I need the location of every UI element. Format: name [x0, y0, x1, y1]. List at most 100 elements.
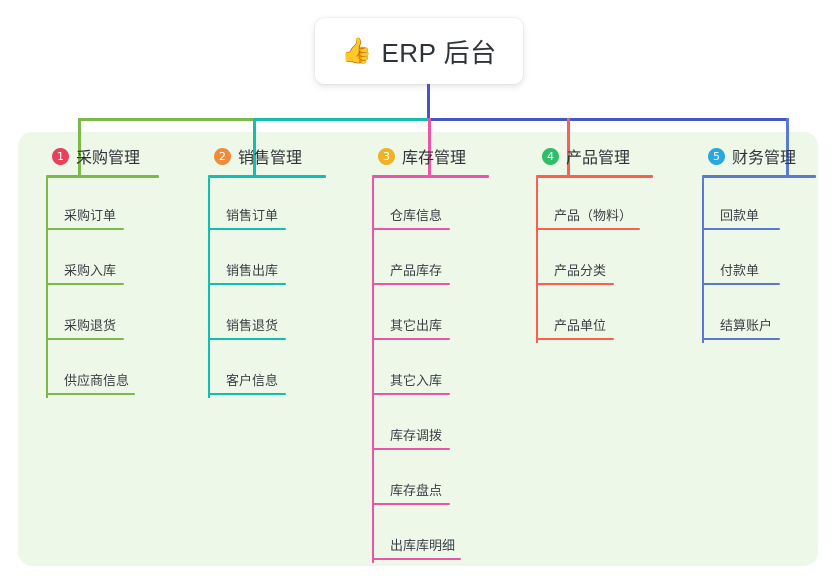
branch-items-5: 回款单付款单结算账户 — [690, 178, 816, 343]
drop-line-column-2 — [253, 118, 256, 175]
branch-item-label: 销售出库 — [226, 263, 279, 278]
branch-item-rule — [372, 228, 450, 230]
branch-item[interactable]: 其它入库 — [360, 343, 489, 398]
branch-item-rule — [372, 558, 461, 560]
branch-item-label: 供应商信息 — [64, 373, 130, 388]
branch-item-label: 其它出库 — [390, 318, 443, 333]
branch-title-1: 采购管理 — [76, 150, 141, 167]
branch-item-rule — [372, 283, 450, 285]
thumbs-up-icon: 👍 — [341, 36, 373, 65]
branch-item-label: 采购入库 — [64, 263, 117, 278]
branch-badge-4: 4 — [542, 147, 559, 165]
branch-trunk-5 — [702, 178, 704, 343]
branch-item[interactable]: 产品单位 — [524, 288, 653, 343]
branch-item-label: 其它入库 — [390, 373, 443, 388]
branch-item[interactable]: 销售订单 — [196, 178, 326, 233]
branch-item[interactable]: 仓库信息 — [360, 178, 489, 233]
drop-line-column-4 — [567, 118, 570, 175]
branch-item-rule — [372, 503, 450, 505]
branch-item[interactable]: 库存调拨 — [360, 398, 489, 453]
branch-item-label: 产品库存 — [390, 263, 443, 278]
branch-item[interactable]: 产品库存 — [360, 233, 489, 288]
drop-line-column-1 — [78, 118, 81, 175]
branch-header-5[interactable]: 5 财务管理 — [690, 144, 816, 168]
branch-item[interactable]: 采购退货 — [34, 288, 159, 343]
branch-item-label: 回款单 — [720, 208, 760, 223]
branch-item[interactable]: 产品（物料） — [524, 178, 653, 233]
branch-item[interactable]: 结算账户 — [690, 288, 816, 343]
drop-line-column-3 — [428, 118, 431, 175]
branch-item-label: 库存调拨 — [390, 428, 443, 443]
branch-rule-1 — [46, 175, 159, 178]
branch-item[interactable]: 供应商信息 — [34, 343, 159, 398]
root-stem-line — [427, 84, 430, 118]
branch-item-label: 产品分类 — [554, 263, 607, 278]
branch-item[interactable]: 产品分类 — [524, 233, 653, 288]
branch-items-4: 产品（物料） 产品分类产品单位 — [524, 178, 653, 343]
branch-trunk-4 — [536, 178, 538, 343]
bus-segment-2 — [253, 118, 428, 121]
branch-item[interactable]: 客户信息 — [196, 343, 326, 398]
root-node-title: ERP 后台 — [381, 37, 497, 68]
branch-item-label: 产品（物料） — [554, 208, 633, 223]
branch-item-label: 库存盘点 — [390, 483, 443, 498]
branch-item-label: 客户信息 — [226, 373, 279, 388]
diagram-panel — [18, 132, 818, 566]
branch-item-rule — [208, 393, 286, 395]
branch-item-label: 产品单位 — [554, 318, 607, 333]
branch-item[interactable]: 销售出库 — [196, 233, 326, 288]
branch-item[interactable]: 回款单 — [690, 178, 816, 233]
branch-title-5: 财务管理 — [732, 150, 797, 167]
branch-item[interactable]: 其它出库 — [360, 288, 489, 343]
branch-item-rule — [702, 228, 780, 230]
bus-segment-1 — [78, 118, 253, 121]
branch-item-label: 仓库信息 — [390, 208, 443, 223]
branch-item-label: 销售订单 — [226, 208, 279, 223]
branch-item[interactable]: 采购订单 — [34, 178, 159, 233]
branch-item-label: 销售退货 — [226, 318, 279, 333]
branch-item-rule — [702, 338, 780, 340]
branch-header-2[interactable]: 2 销售管理 — [196, 144, 326, 168]
branch-items-1: 采购订单采购入库采购退货供应商信息 — [34, 178, 159, 398]
branch-badge-2: 2 — [214, 147, 231, 165]
branch-rule-2 — [208, 175, 326, 178]
branch-column-1: 1 采购管理采购订单采购入库采购退货供应商信息 — [34, 144, 159, 398]
branch-item-rule — [372, 393, 450, 395]
branch-title-2: 销售管理 — [238, 150, 303, 167]
branch-item-rule — [208, 283, 286, 285]
branch-item-rule — [536, 228, 640, 230]
branch-item-label: 采购订单 — [64, 208, 117, 223]
branch-item-rule — [208, 228, 286, 230]
branch-item-rule — [208, 338, 286, 340]
branch-item[interactable]: 销售退货 — [196, 288, 326, 343]
branch-item-rule — [46, 228, 124, 230]
branch-column-5: 5 财务管理回款单付款单结算账户 — [690, 144, 816, 343]
branch-trunk-1 — [46, 178, 48, 398]
root-node-erp-backend[interactable]: 👍 ERP 后台 — [315, 18, 523, 84]
branch-trunk-3 — [372, 178, 374, 563]
branch-item-rule — [536, 338, 614, 340]
branch-item-rule — [46, 393, 135, 395]
branch-header-1[interactable]: 1 采购管理 — [34, 144, 159, 168]
branch-items-2: 销售订单销售出库销售退货客户信息 — [196, 178, 326, 398]
branch-item[interactable]: 采购入库 — [34, 233, 159, 288]
branch-item-label: 采购退货 — [64, 318, 117, 333]
branch-item-rule — [46, 338, 124, 340]
branch-item[interactable]: 库存盘点 — [360, 453, 489, 508]
branch-item[interactable]: 出库库明细 — [360, 508, 489, 563]
branch-item-label: 付款单 — [720, 263, 760, 278]
branch-item-rule — [702, 283, 780, 285]
branch-badge-5: 5 — [708, 147, 725, 165]
branch-rule-5 — [702, 175, 816, 178]
branch-item[interactable]: 付款单 — [690, 233, 816, 288]
branch-title-3: 库存管理 — [402, 150, 467, 167]
drop-line-column-5 — [786, 118, 789, 175]
branch-badge-1: 1 — [52, 147, 69, 165]
branch-item-rule — [536, 283, 614, 285]
branch-item-label: 结算账户 — [720, 318, 773, 333]
